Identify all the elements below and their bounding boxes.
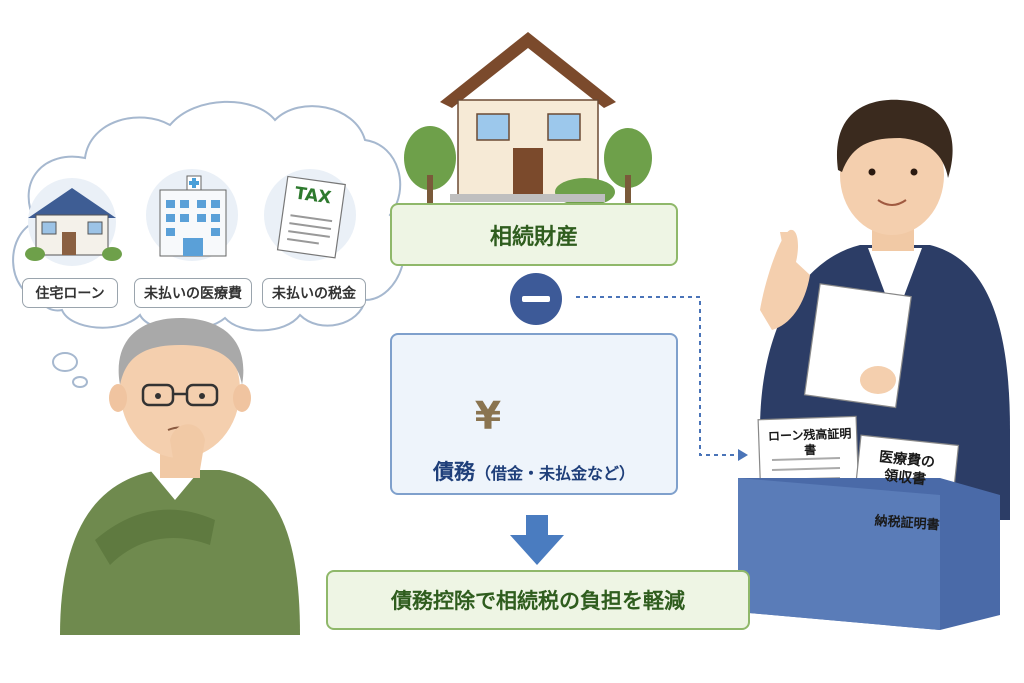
- bubble-label-tax: 未払いの税金: [262, 278, 366, 308]
- estate-box: 相続財産: [390, 203, 678, 266]
- debt-box: [390, 333, 678, 495]
- down-arrow-icon: [510, 515, 564, 565]
- result-label: 債務控除で相続税の負担を軽減: [391, 589, 685, 613]
- debt-label-sub: （借金・未払金など）: [474, 464, 635, 483]
- bubble-label-mortgage: 住宅ローン: [22, 278, 118, 308]
- bubble-hospital-illustration: [146, 169, 238, 261]
- bubble-label-medical: 未払いの医療費: [134, 278, 252, 308]
- result-box: 債務控除で相続税の負担を軽減: [326, 570, 750, 630]
- elderly-man-illustration: [60, 318, 300, 635]
- yen-symbol: ¥: [474, 394, 502, 438]
- bubble-house-illustration: [25, 178, 122, 266]
- file-box-illustration: [738, 415, 1000, 630]
- debt-label: 債務（借金・未払金など）: [400, 456, 668, 486]
- estate-label: 相続財産: [489, 224, 578, 250]
- bubble-tax-document-illustration: [264, 169, 356, 261]
- dotted-connector: [576, 296, 748, 461]
- estate-house-illustration: [404, 32, 652, 206]
- minus-icon: [510, 273, 562, 325]
- debt-label-main: 債務: [432, 460, 475, 484]
- document-loan-balance-certificate: ローン残高証明書: [767, 426, 852, 458]
